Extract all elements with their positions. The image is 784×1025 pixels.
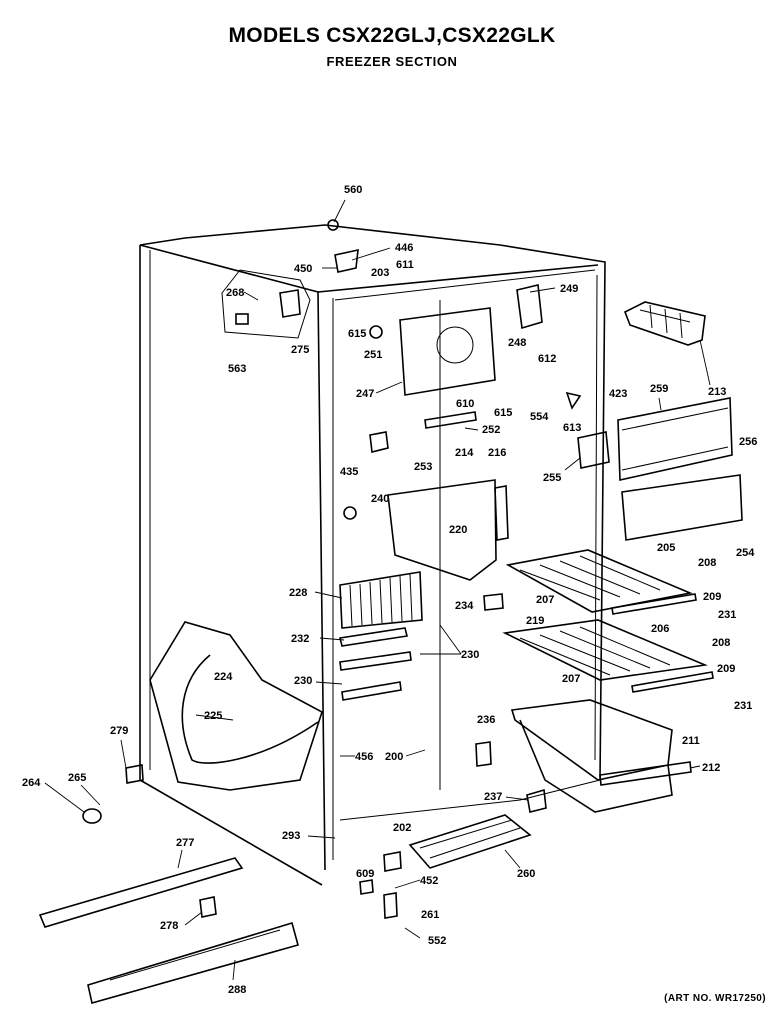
part-label-211: 211 (682, 735, 700, 747)
ice-tray (623, 301, 706, 346)
part-label-264: 264 (22, 777, 41, 789)
part-label-615a: 615 (348, 328, 366, 340)
part-label-452: 452 (420, 875, 438, 887)
part-label-610: 610 (456, 398, 474, 410)
part-label-423: 423 (609, 388, 627, 400)
part-label-248: 248 (508, 337, 526, 349)
diagram-title: MODELS CSX22GLJ,CSX22GLK (228, 24, 556, 47)
part-label-612: 612 (538, 353, 556, 365)
part-label-260: 260 (517, 868, 535, 880)
part-label-552: 552 (428, 935, 446, 947)
part-label-259: 259 (650, 383, 668, 395)
cabinet-outline (139, 224, 606, 886)
drain-pan (408, 814, 532, 869)
part-label-253: 253 (414, 461, 432, 473)
part-labels: 560 446 450 203 611 268 249 615 251 275 … (22, 184, 757, 996)
part-label-450: 450 (294, 263, 312, 275)
shelves (502, 549, 714, 693)
ice-bucket-panels (617, 397, 743, 541)
art-number-note: (ART NO. WR17250) (664, 993, 766, 1004)
part-label-224: 224 (214, 671, 233, 683)
part-label-275: 275 (291, 344, 309, 356)
part-label-202: 202 (393, 822, 411, 834)
part-label-205: 205 (657, 542, 675, 554)
part-label-232: 232 (291, 633, 309, 645)
part-label-261: 261 (421, 909, 439, 921)
part-label-214: 214 (455, 447, 474, 459)
part-label-554: 554 (530, 411, 549, 423)
part-label-277: 277 (176, 837, 194, 849)
coil (339, 571, 423, 629)
part-label-208b: 208 (712, 637, 730, 649)
part-label-209b: 209 (717, 663, 735, 675)
part-label-203: 203 (371, 267, 389, 279)
part-label-231b: 231 (734, 700, 752, 712)
top-inset (221, 269, 311, 339)
part-label-249: 249 (560, 283, 578, 295)
part-label-278: 278 (160, 920, 178, 932)
evaporator-panel (387, 307, 497, 581)
part-label-288: 288 (228, 984, 246, 996)
part-label-219: 219 (526, 615, 544, 627)
part-label-236: 236 (477, 714, 495, 726)
part-label-234: 234 (455, 600, 474, 612)
part-label-228: 228 (289, 587, 307, 599)
part-label-212: 212 (702, 762, 720, 774)
part-label-279: 279 (110, 725, 128, 737)
part-label-265: 265 (68, 772, 86, 784)
part-label-609: 609 (356, 868, 374, 880)
part-label-200: 200 (385, 751, 403, 763)
part-label-208a: 208 (698, 557, 716, 569)
part-label-446: 446 (395, 242, 413, 254)
drain-heater-inset (149, 621, 323, 791)
part-label-255: 255 (543, 472, 561, 484)
part-label-230b: 230 (294, 675, 312, 687)
part-label-207a: 207 (536, 594, 554, 606)
part-label-611: 611 (396, 259, 414, 271)
part-label-563: 563 (228, 363, 246, 375)
hardware (82, 219, 610, 919)
part-label-435: 435 (340, 466, 358, 478)
basket (510, 699, 692, 813)
part-label-560: 560 (344, 184, 362, 196)
part-label-456: 456 (355, 751, 373, 763)
part-label-251: 251 (364, 349, 382, 361)
part-label-213: 213 (708, 386, 726, 398)
part-label-615b: 615 (494, 407, 512, 419)
part-label-231a: 231 (718, 609, 736, 621)
part-label-220: 220 (449, 524, 467, 536)
part-label-247: 247 (356, 388, 374, 400)
part-label-230a: 230 (461, 649, 479, 661)
part-label-237: 237 (484, 791, 502, 803)
diagram-subtitle: FREEZER SECTION (326, 54, 458, 69)
rails (339, 627, 412, 701)
part-label-252: 252 (482, 424, 500, 436)
part-label-216: 216 (488, 447, 506, 459)
part-label-240: 240 (371, 493, 389, 505)
part-label-268: 268 (226, 287, 244, 299)
part-label-209a: 209 (703, 591, 721, 603)
part-label-293: 293 (282, 830, 300, 842)
part-label-613: 613 (563, 422, 581, 434)
part-label-254: 254 (736, 547, 755, 559)
leader-lines (44, 199, 711, 981)
part-label-256: 256 (739, 436, 757, 448)
lower-rails (38, 857, 299, 1004)
part-label-207b: 207 (562, 673, 580, 685)
part-label-225: 225 (204, 710, 222, 722)
part-label-206: 206 (651, 623, 669, 635)
